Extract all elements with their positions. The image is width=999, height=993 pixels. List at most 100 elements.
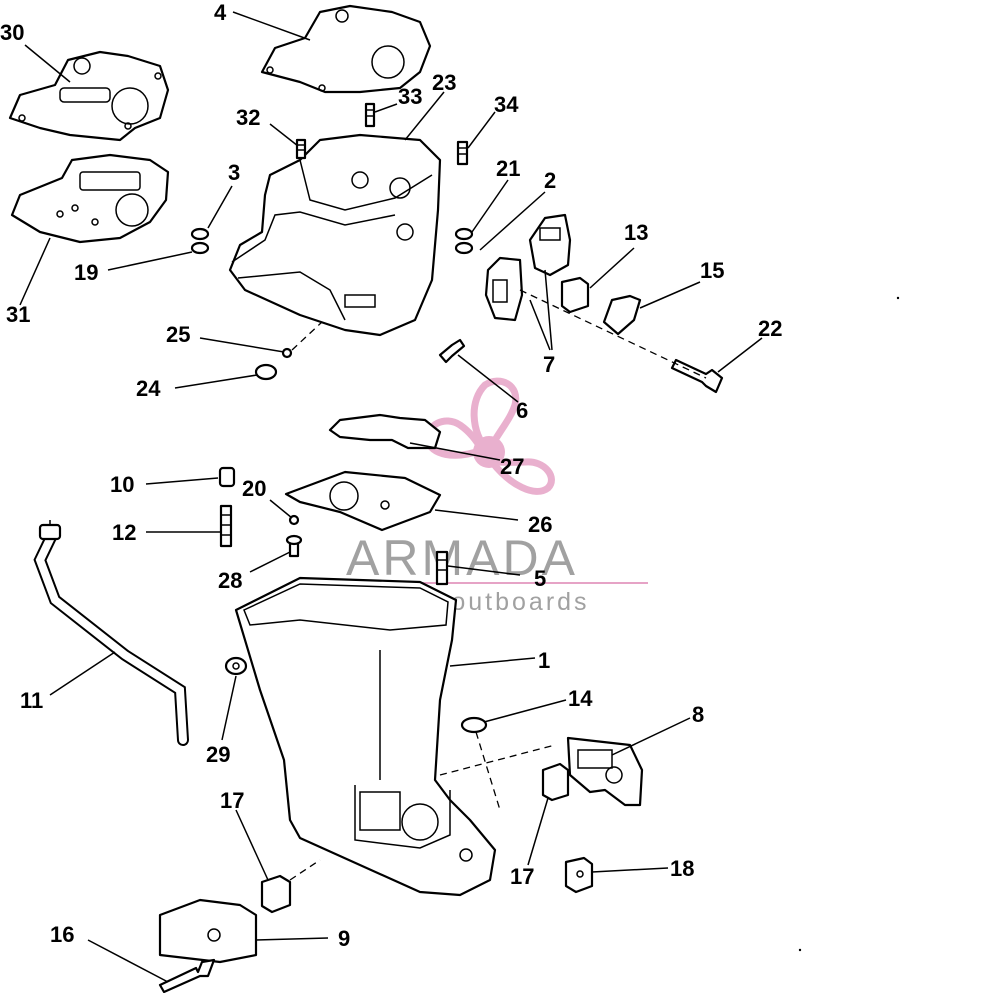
stud-5	[435, 550, 449, 586]
label-14: 14	[568, 686, 593, 711]
label-25: 25	[166, 322, 190, 347]
leader-15	[639, 281, 701, 309]
gasket-30	[8, 50, 170, 142]
label-24: 24	[136, 376, 161, 401]
leader-17b	[527, 797, 549, 866]
label-26: 26	[528, 512, 552, 537]
leader-22	[717, 337, 763, 373]
leader-7a	[529, 299, 551, 351]
o-ring-25	[281, 347, 293, 359]
label-4: 4	[214, 0, 227, 25]
dash-25	[291, 321, 323, 351]
stud-32	[295, 138, 307, 160]
label-8: 8	[692, 702, 704, 727]
bolt-28	[285, 534, 303, 558]
label-1: 1	[538, 648, 550, 673]
label-17a: 17	[220, 788, 244, 813]
nut-29	[224, 656, 248, 676]
nut-washer-3-19	[190, 227, 210, 255]
plate-26	[284, 470, 442, 532]
label-15: 15	[700, 258, 724, 283]
bolt-16	[158, 958, 216, 993]
leader-26	[434, 509, 519, 521]
stud-34	[456, 140, 469, 166]
leader-6	[457, 354, 519, 403]
label-27: 27	[500, 454, 524, 479]
leader-3	[207, 185, 233, 229]
leader-10	[145, 477, 219, 485]
leader-32	[269, 123, 299, 147]
nut-washer-21	[454, 227, 474, 255]
leader-14	[483, 699, 567, 723]
dowel-10	[218, 466, 236, 488]
label-30: 30	[0, 20, 24, 45]
leader-30	[24, 44, 71, 83]
label-5: 5	[534, 566, 546, 591]
lower-bracket-8	[566, 736, 644, 807]
bolt-22	[670, 358, 724, 394]
leader-16	[87, 939, 169, 983]
mount-bracket-7	[484, 256, 524, 322]
leader-23	[404, 91, 445, 141]
label-18: 18	[670, 856, 694, 881]
leader-11	[49, 651, 116, 696]
label-11: 11	[20, 688, 43, 713]
dash-8	[439, 744, 556, 776]
armada-propeller-logo	[424, 377, 555, 495]
leader-9	[255, 937, 329, 941]
adapter-housing-23	[228, 133, 442, 337]
label-16: 16	[50, 922, 74, 947]
label-23: 23	[432, 70, 456, 95]
leader-25	[199, 337, 285, 353]
label-34: 34	[494, 92, 519, 117]
stray-dot	[798, 948, 802, 952]
label-21: 21	[496, 156, 520, 181]
rubber-mount-18	[564, 856, 594, 894]
rubber-mount-13	[560, 276, 590, 314]
lower-mount-cover-9	[158, 898, 258, 964]
label-10: 10	[110, 472, 134, 497]
label-7: 7	[543, 352, 555, 377]
part-labels: 30 4 23 33 34 32 3 21 2 13 19 15 31 22 2…	[0, 0, 782, 951]
label-19: 19	[74, 260, 98, 285]
leader-20	[269, 499, 293, 519]
leader-24	[174, 374, 258, 389]
leader-17a	[235, 809, 269, 881]
leader-5	[447, 565, 521, 576]
label-12: 12	[112, 520, 136, 545]
stray-dot	[896, 296, 900, 300]
gasket-4	[260, 4, 432, 94]
plug-24	[254, 363, 278, 381]
plate-15	[602, 294, 642, 336]
stud-33	[364, 102, 376, 128]
leader-13	[589, 247, 635, 289]
leader-7b	[544, 269, 553, 351]
leader-4	[232, 11, 311, 41]
leader-27	[409, 442, 501, 461]
exhaust-housing-1	[234, 576, 497, 897]
leader-lines	[19, 11, 763, 983]
water-tube-11	[33, 520, 189, 746]
label-9: 9	[338, 926, 350, 951]
mount-bracket-2	[528, 213, 572, 277]
rubber-mount-17-left	[260, 874, 292, 914]
label-32: 32	[236, 105, 260, 130]
dash-14	[475, 731, 501, 811]
leader-31	[19, 237, 51, 306]
screw-6	[438, 338, 466, 364]
dash-17	[289, 859, 321, 881]
leader-8	[611, 717, 691, 756]
label-6: 6	[516, 398, 528, 423]
label-22: 22	[758, 316, 782, 341]
leader-33	[374, 103, 398, 113]
grommet-14	[460, 716, 488, 734]
label-3: 3	[228, 160, 240, 185]
gasket-27	[328, 413, 442, 450]
label-17b: 17	[510, 864, 534, 889]
label-28: 28	[218, 568, 242, 593]
watermark-brand: ARMADA	[346, 530, 578, 586]
leader-29	[221, 675, 237, 741]
leader-2	[479, 191, 546, 251]
leader-19	[107, 251, 193, 271]
